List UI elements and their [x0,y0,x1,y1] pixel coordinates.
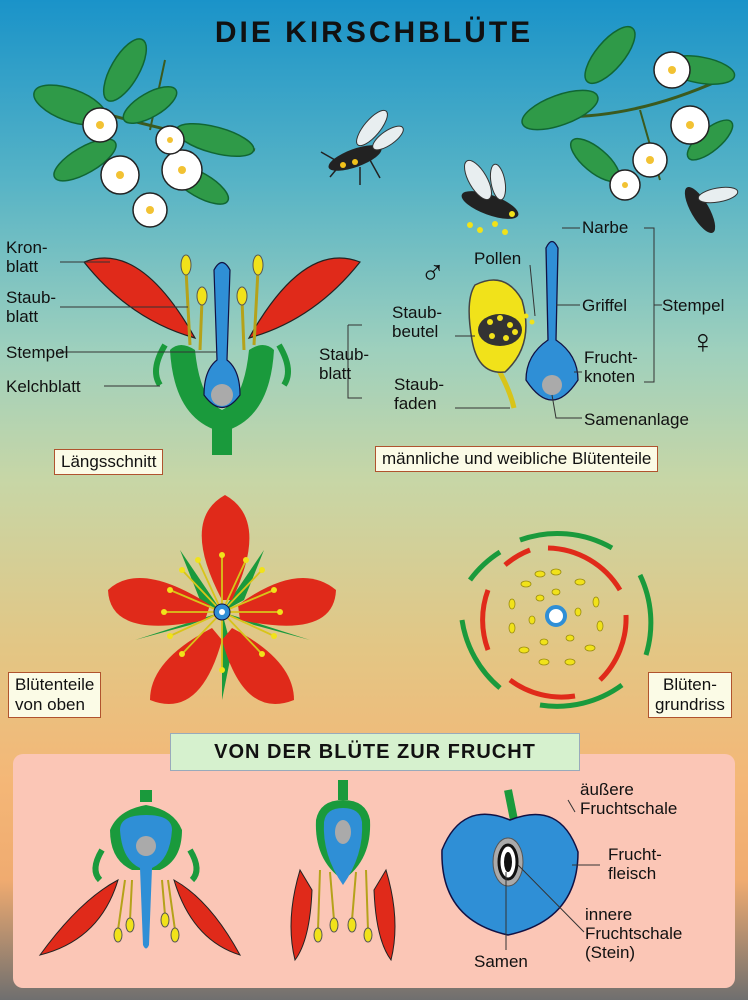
label-griffel: Griffel [582,296,628,315]
label-innere-fruchtschale: innere Fruchtschale (Stein) [585,905,683,962]
cherry-fruit-cross-section [441,789,600,950]
label-staubblatt-left: Staub- blatt [6,288,57,326]
bee-on-flower [684,186,739,233]
label-pollen: Pollen [474,249,522,268]
section-title-fruit: VON DER BLÜTE ZUR FRUCHT [170,733,580,771]
caption-laengsschnitt: Längsschnitt [54,449,164,475]
label-kelchblatt: Kelchblatt [6,377,81,396]
parts-diagram [347,227,662,419]
left-cherry-branch [33,38,256,228]
longitudinal-section-diagram [60,254,361,455]
label-samenanlage: Samenanlage [584,410,689,429]
top-view-diagram [108,495,336,704]
label-stempel-left: Stempel [6,343,69,362]
caption-bluetenteile: männliche und weibliche Blütenteile [375,446,659,472]
poster-title: DIE KIRSCHBLÜTE [214,16,534,49]
label-staubblatt-right: Staub- blatt [319,345,370,383]
label-stempel-right: Stempel [662,296,725,315]
caption-bluetengrundriss: Blüten- grundriss [648,672,732,718]
fruit-panel [13,754,735,988]
right-cherry-branch [521,25,736,201]
floral-diagram [459,531,654,709]
label-narbe: Narbe [582,218,629,237]
young-fruit [290,780,396,962]
label-fruchtfleisch: Frucht- fleisch [608,845,662,883]
label-samen: Samen [474,952,528,971]
label-kronblatt: Kron- blatt [6,238,48,276]
female-symbol: ♀ [690,323,716,361]
label-aeussere-fruchtschale: äußere Fruchtschale [580,780,678,818]
flower-after-pollination [38,790,242,956]
label-fruchtknoten: Frucht- knoten [584,348,638,386]
bee-flying [320,109,404,185]
male-symbol: ♂ [420,254,446,292]
bee-with-pollen [461,159,519,235]
label-staubbeutel: Staub- beutel [392,303,443,341]
caption-bluetenteile-von-oben: Blütenteile von oben [8,672,102,718]
label-staubfaden: Staub- faden [394,375,445,413]
